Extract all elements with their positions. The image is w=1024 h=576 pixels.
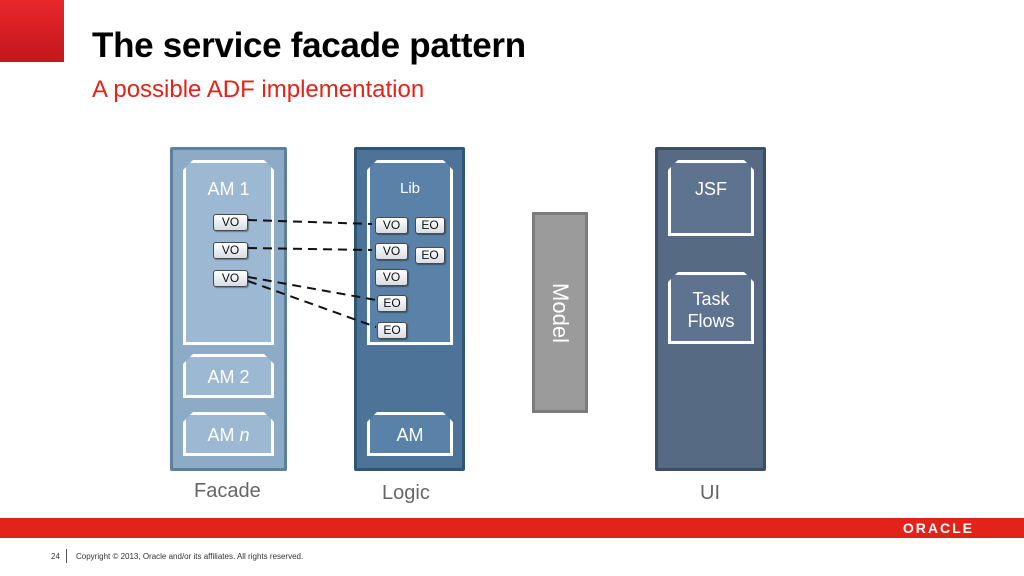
facade-vo-1: VO xyxy=(213,214,248,231)
footer-separator xyxy=(66,549,67,563)
facade-vo-2: VO xyxy=(213,242,248,259)
ui-caption: UI xyxy=(700,482,720,504)
amn-label-prefix: AM xyxy=(207,425,240,445)
am1-label: AM 1 xyxy=(207,179,250,199)
ui-column: JSF Task Flows xyxy=(655,147,766,471)
amn-label: AM n xyxy=(186,425,271,446)
taskflows-panel: Task Flows xyxy=(668,272,754,344)
facade-caption: Facade xyxy=(194,480,261,502)
lib-eo-4: EO xyxy=(377,322,407,339)
link-vo1-libvo1 xyxy=(247,219,373,225)
logic-am-label: AM xyxy=(396,425,424,445)
copyright-notice: Copyright © 2013, Oracle and/or its affi… xyxy=(76,552,304,561)
taskflows-label: Task Flows xyxy=(687,289,735,331)
oracle-logo: ORACLE xyxy=(902,520,974,536)
footer-bar xyxy=(0,518,1024,538)
logic-column: Lib VO EO VO EO VO EO EO AM xyxy=(354,147,465,471)
lib-vo-2: VO xyxy=(375,243,408,260)
amn-panel: AM n xyxy=(183,412,274,456)
lib-eo-2: EO xyxy=(415,247,445,264)
facade-column: AM 1 VO VO VO AM 2 AM n xyxy=(170,147,287,471)
facade-vo-3: VO xyxy=(213,270,248,287)
am2-label: AM 2 xyxy=(207,367,250,387)
page-number: 24 xyxy=(51,552,60,561)
logic-caption: Logic xyxy=(382,482,430,504)
lib-vo-1: VO xyxy=(375,217,408,234)
jsf-label: JSF xyxy=(694,179,727,199)
link-vo2-libvo2 xyxy=(247,247,373,251)
slide-subtitle: A possible ADF implementation xyxy=(92,76,425,103)
slide-title: The service facade pattern xyxy=(92,26,526,65)
link-vo3-libeo4 xyxy=(247,280,377,328)
corner-accent xyxy=(0,0,64,62)
amn-label-italic: n xyxy=(239,425,250,445)
am2-panel: AM 2 xyxy=(183,354,274,398)
model-box: Model xyxy=(532,212,588,413)
logic-am-panel: AM xyxy=(367,412,453,456)
lib-vo-3: VO xyxy=(375,269,408,286)
lib-eo-3: EO xyxy=(377,295,407,312)
jsf-panel: JSF xyxy=(668,160,754,236)
link-vo3-libeo3 xyxy=(247,276,377,301)
lib-eo-1: EO xyxy=(415,217,445,234)
lib-label: Lib xyxy=(399,180,421,197)
